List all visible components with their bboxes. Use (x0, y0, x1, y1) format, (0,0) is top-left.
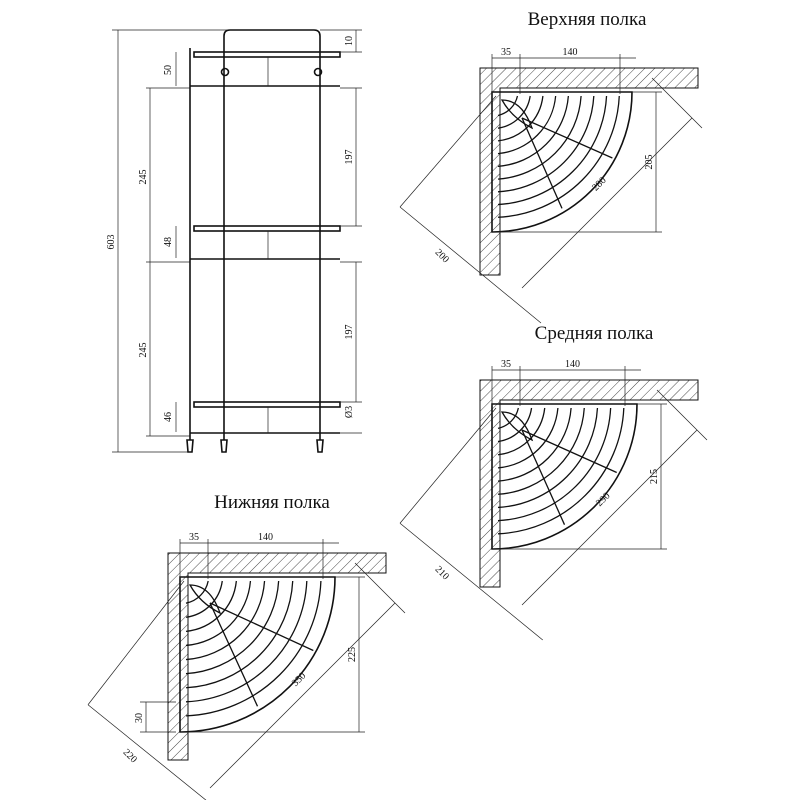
shelf-wire-arc (497, 407, 546, 456)
shelf-wire-arc (497, 95, 595, 193)
dim-top-rail: 50 (163, 65, 174, 75)
shelf-wire-loop (500, 99, 534, 130)
dim-line (521, 429, 698, 606)
wall-hatch (479, 379, 699, 588)
shelf-wire-arc (497, 95, 519, 117)
dim-width: 140 (565, 359, 580, 370)
shelf-outline (491, 91, 633, 233)
shelf-outline (179, 576, 336, 733)
shelf-wire-arc (185, 580, 209, 604)
shelf-wire-arc (497, 407, 599, 509)
shelf-wire-arc (497, 95, 582, 180)
side-view: 603 245 245 50 48 46 (106, 29, 362, 453)
shelf-wire-arc (497, 95, 557, 155)
shelf-wire-arc (185, 580, 252, 647)
dim-depth: 215 (649, 469, 660, 484)
dim-wall-dist: 200 (433, 247, 451, 265)
shelf-rib (209, 602, 259, 707)
dim-offset: 35 (189, 532, 199, 543)
title-top-shelf: Верхняя полка (528, 9, 647, 30)
shelf-rib (521, 117, 563, 209)
dim-wall-dist: 220 (121, 747, 139, 765)
dim-ext (656, 389, 708, 441)
dim-offset: 35 (501, 359, 511, 370)
dim-total-height: 603 (106, 235, 117, 250)
shelf-wire-arc (185, 580, 223, 618)
title-middle-shelf: Средняя полка (535, 323, 654, 344)
dim-diagonal: 350 (290, 671, 308, 689)
dim-lower-span: 197 (344, 325, 355, 340)
shelf-wire-arc (185, 580, 294, 689)
dim-line (209, 602, 396, 789)
dim-ext (354, 562, 406, 614)
dim-depth: 205 (644, 155, 655, 170)
wall-hatch (167, 552, 387, 761)
dim-bracket: 30 (134, 713, 145, 723)
shelf-rib (521, 429, 617, 474)
shelf-wire-arc (497, 407, 572, 482)
wall-hatch (479, 67, 699, 276)
shelf-wire-arc (497, 407, 559, 469)
shelf-wire-arc (497, 407, 612, 522)
shelf-wire-arc (497, 407, 519, 429)
plan-top-shelf: 35 140 205 280 200 (399, 47, 703, 324)
title-bottom-shelf: Нижняя полка (214, 492, 330, 513)
dim-mid-rail: 48 (163, 237, 174, 247)
shelf-wire-arc (185, 580, 308, 703)
dim-top-gap: 10 (344, 36, 355, 46)
dim-width: 140 (258, 532, 273, 543)
plan-middle-shelf: 35 140 215 290 210 (399, 359, 708, 641)
dim-diagonal: 280 (590, 175, 608, 193)
dim-ext (399, 407, 497, 524)
dim-ext (87, 580, 185, 705)
dim-line (87, 704, 207, 800)
dim-offset: 35 (501, 47, 511, 58)
shelf-wire-arc (497, 95, 620, 218)
shelf-rib (521, 117, 613, 159)
shelf-wire-loop (188, 584, 222, 615)
dim-line (399, 522, 543, 641)
dim-lower-tier: 245 (138, 343, 149, 358)
shelf-wire-arc (497, 95, 531, 129)
dim-wall-dist: 210 (433, 564, 451, 582)
shelf-wire-arc (497, 407, 533, 443)
dim-line (399, 206, 542, 324)
dim-ext (651, 77, 703, 129)
shelf-wire-arc (185, 580, 238, 633)
dim-upper-tier: 245 (138, 170, 149, 185)
shelf-wire-arc (497, 95, 544, 142)
dim-wire-dia: Ø3 (344, 406, 355, 418)
shelf-wire-arc (497, 407, 585, 495)
shelf-wire-arc (185, 580, 322, 717)
dim-diagonal: 290 (594, 491, 612, 509)
plan-bottom-shelf: 35 140 225 350 220 30 (87, 532, 406, 800)
shelf-wire-arc (497, 407, 625, 535)
dim-depth: 225 (347, 647, 358, 662)
dim-line (521, 117, 693, 289)
dim-width: 140 (563, 47, 578, 58)
shelf-rib (209, 602, 314, 652)
shelf-wire-loop (500, 411, 534, 442)
shelf-wire-arc (497, 95, 570, 168)
shelf-rib (521, 429, 566, 525)
shelf-wire-arc (497, 95, 608, 206)
dim-bottom-rail: 46 (163, 412, 174, 422)
shelf-outline (491, 403, 638, 550)
dim-ext (399, 95, 497, 208)
dim-upper-span: 197 (344, 150, 355, 165)
shelf-wire-arc (185, 580, 280, 675)
shelf-wire-arc (185, 580, 266, 661)
